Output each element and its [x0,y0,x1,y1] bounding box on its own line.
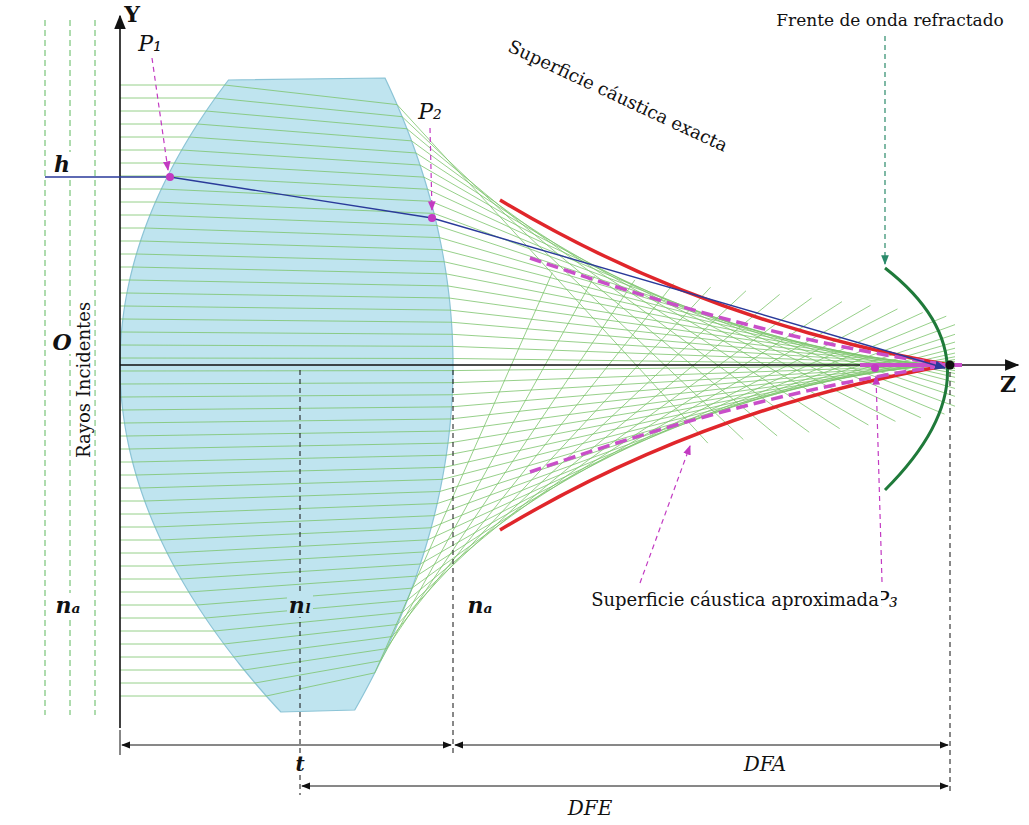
ray [120,316,946,540]
caustics [500,200,962,530]
ray [120,280,955,371]
figure-label: Superficie cáustica exacta [503,36,732,157]
ray [120,254,955,377]
ray [120,309,897,566]
incident-wavefronts [45,20,95,715]
marginal-ray [45,177,945,368]
figure-label: Superficie cáustica aproximada [589,590,881,610]
ray [120,124,809,432]
figure-label: O [50,330,73,354]
dimension-lines [120,370,950,795]
ray [120,365,955,371]
ray-bundle [120,85,955,696]
figure-label: Y [122,2,142,26]
figure-label: nₗ [287,593,313,617]
figure-label: DFE [566,797,615,819]
ray [120,342,955,501]
figure-label: DFA [742,753,789,775]
figure-label: Rayos Incidentes [74,300,94,460]
figure-label: Frente de onda refractado [774,11,1006,30]
ray [120,360,955,449]
ray [120,293,955,369]
ray [120,298,812,605]
leader-lines [152,36,885,583]
figure-label: nₐ [466,593,495,617]
ray [120,353,955,475]
figure-label: P₁ [136,32,164,56]
ray [120,273,552,696]
ray [120,305,871,579]
ray [120,306,955,367]
figure-label: nₐ [54,593,83,617]
points [166,173,955,372]
ray [120,280,635,670]
axes [120,16,1018,728]
refracted-wavefront [885,268,948,490]
figure-label: t [293,753,306,775]
ray [120,294,780,618]
ray [120,302,842,592]
figure-label: h [52,152,72,176]
ray [120,267,955,374]
ray [120,348,955,488]
figure-label: P₂ [416,100,444,124]
figure-label: Z [998,372,1018,396]
ray [120,241,955,382]
